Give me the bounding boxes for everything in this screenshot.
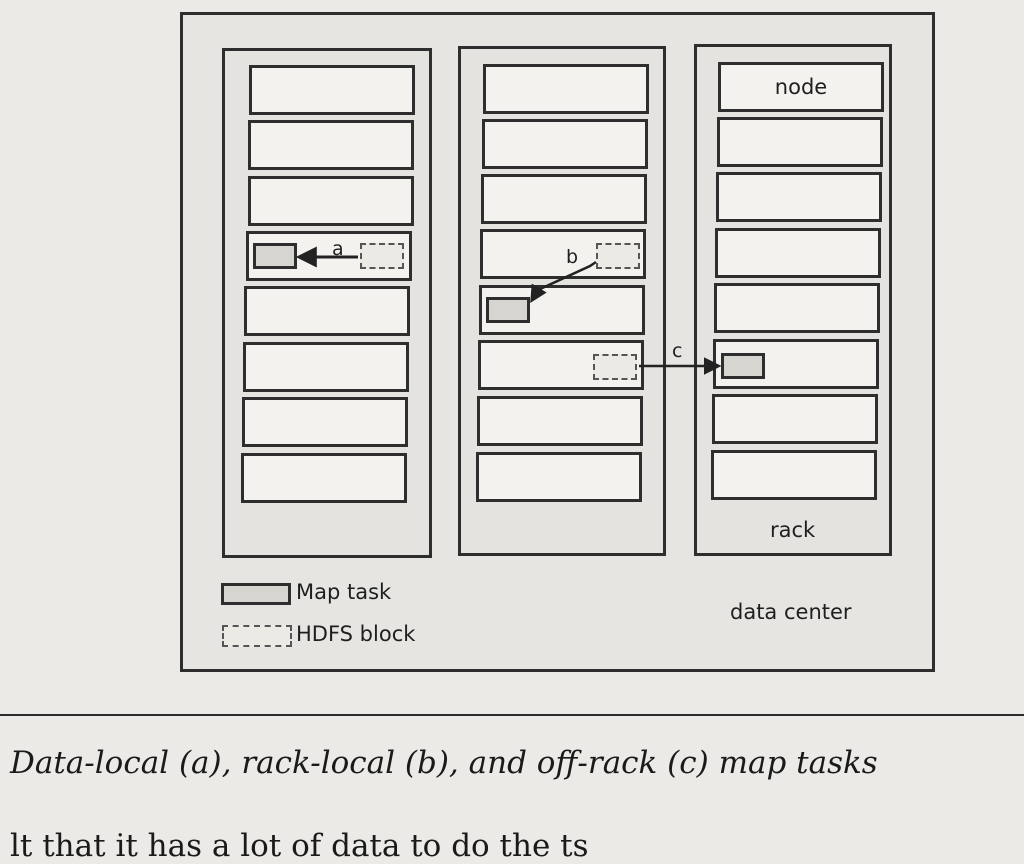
hdfs-block-b [596, 243, 640, 269]
map-task-b [486, 297, 530, 323]
rack3-node-5 [714, 283, 880, 333]
hdfs-block-a [360, 243, 404, 269]
arrow-label-c: c [672, 340, 683, 362]
node-label: node [774, 75, 828, 99]
arrow-label-b: b [566, 246, 579, 268]
rack2-node-8 [476, 452, 642, 502]
divider-rule [0, 714, 1024, 716]
figure-caption: Data-local (a), rack-local (b), and off-… [10, 745, 878, 781]
rack3-node-1: node [718, 62, 884, 112]
rack1-node-1 [249, 65, 415, 115]
rack1-node-3 [248, 176, 414, 226]
rack3-node-3 [716, 172, 882, 222]
rack-label: rack [770, 518, 816, 542]
legend-map-task-label: Map task [296, 580, 392, 604]
legend-hdfs-block-label: HDFS block [296, 622, 416, 646]
rack3-node-2 [717, 117, 883, 167]
partial-text-line: lt that it has a lot of data to do the t… [10, 828, 589, 864]
legend-hdfs-block-swatch [222, 625, 292, 647]
arrow-label-a: a [332, 238, 344, 260]
legend-map-task-swatch [221, 583, 291, 605]
rack1-node-6 [243, 342, 409, 392]
data-center-label: data center [730, 600, 852, 624]
rack1-node-7 [242, 397, 408, 447]
rack3-node-8 [711, 450, 877, 500]
rack2-node-1 [483, 64, 649, 114]
rack3-node-4 [715, 228, 881, 278]
rack1-node-5 [244, 286, 410, 336]
rack2-node-2 [482, 119, 648, 169]
rack1-node-8 [241, 453, 407, 503]
map-task-a [253, 243, 297, 269]
rack3-node-7 [712, 394, 878, 444]
hdfs-block-c [593, 354, 637, 380]
rack2-node-3 [481, 174, 647, 224]
rack2-node-7 [477, 396, 643, 446]
map-task-c [721, 353, 765, 379]
rack1-node-2 [248, 120, 414, 170]
